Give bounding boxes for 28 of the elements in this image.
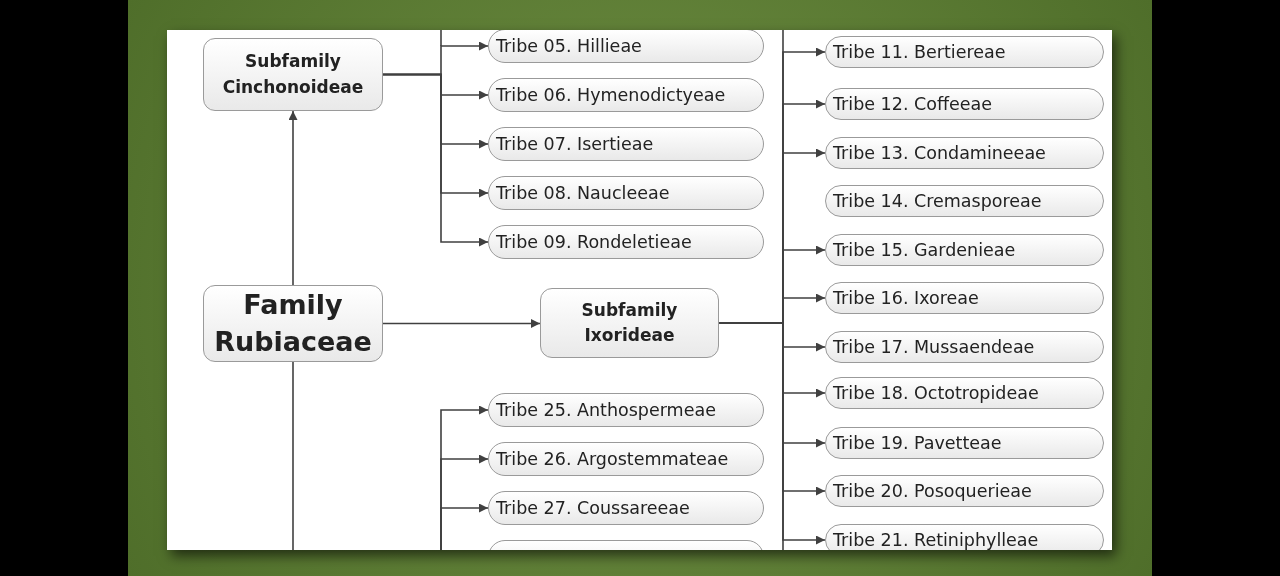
tribe-box: Tribe 11. Bertiereae bbox=[825, 36, 1104, 68]
family-box: Family Rubiaceae bbox=[203, 285, 383, 362]
arrow bbox=[718, 322, 826, 545]
subfamily-box: Subfamily Ixorideae bbox=[540, 288, 719, 358]
tribe-box: Tribe 21. Retiniphylleae bbox=[825, 524, 1104, 550]
arrow bbox=[382, 319, 541, 328]
tribe-box: Tribe 27. Coussareeae bbox=[488, 491, 764, 525]
arrow bbox=[440, 503, 489, 550]
tribe-box: Tribe 15. Gardenieae bbox=[825, 234, 1104, 266]
tribe-box: Tribe 18. Octotropideae bbox=[825, 377, 1104, 409]
arrow bbox=[382, 73, 489, 247]
tribe-box: Tribe 19. Pavetteae bbox=[825, 427, 1104, 459]
tribe-box: Tribe 09. Rondeletieae bbox=[488, 225, 764, 259]
tribe-box: Tribe 05. Hillieae bbox=[488, 30, 764, 63]
tribe-box: Tribe 07. Isertieae bbox=[488, 127, 764, 161]
tribe-box: Tribe 25. Anthospermeae bbox=[488, 393, 764, 427]
tribe-box: Tribe 14. Cremasporeae bbox=[825, 185, 1104, 217]
tribe-box: Tribe 20. Posoquerieae bbox=[825, 475, 1104, 507]
arrow bbox=[288, 110, 298, 286]
tribe-box: Tribe 13. Condamineeae bbox=[825, 137, 1104, 169]
subfamily-box: Subfamily Cinchonoideae bbox=[203, 38, 383, 111]
tribe-box: Tribe 06. Hymenodictyeae bbox=[488, 78, 764, 112]
tribe-box: Tribe 08. Naucleeae bbox=[488, 176, 764, 210]
tribe-box: Tribe 16. Ixoreae bbox=[825, 282, 1104, 314]
tribe-box: Tribe 26. Argostemmateae bbox=[488, 442, 764, 476]
tribe-box: Tribe 12. Coffeeae bbox=[825, 88, 1104, 120]
tribe-box: Tribe 17. Mussaendeae bbox=[825, 331, 1104, 363]
connector-line bbox=[292, 361, 294, 550]
